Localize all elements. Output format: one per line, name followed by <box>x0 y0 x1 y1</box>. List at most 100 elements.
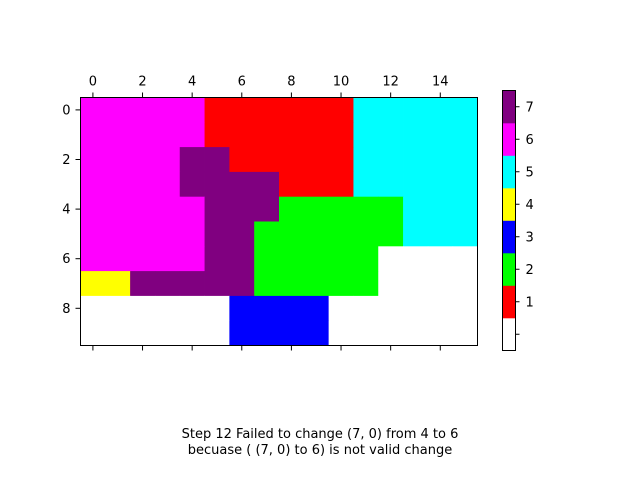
heatmap-cell <box>204 196 230 222</box>
heatmap-cell <box>80 196 106 222</box>
heatmap-cell <box>378 147 404 173</box>
heatmap-cell <box>80 320 106 346</box>
heatmap-cell <box>229 171 255 198</box>
heatmap-cell <box>303 122 330 148</box>
heatmap-cell <box>378 320 404 346</box>
y-tick-label: 6 <box>62 252 70 267</box>
heatmap-cell <box>353 320 379 346</box>
heatmap-cell <box>204 320 230 346</box>
heatmap-cell <box>353 246 379 272</box>
heatmap-cell <box>427 147 454 173</box>
heatmap-cell <box>229 246 255 272</box>
heatmap-cell <box>279 221 305 247</box>
heatmap-cell <box>403 147 429 173</box>
y-tick-label: 2 <box>62 153 70 168</box>
heatmap-cell <box>254 196 280 222</box>
heatmap-cell <box>130 122 156 148</box>
x-tick-label: 10 <box>333 75 350 90</box>
heatmap-cell <box>353 97 379 123</box>
annotation-line-1: Step 12 Failed to change (7, 0) from 4 t… <box>182 427 459 442</box>
heatmap-cell <box>130 221 156 247</box>
heatmap-cell <box>427 295 454 322</box>
heatmap-cell <box>204 246 230 272</box>
heatmap-cell <box>303 320 330 346</box>
colorbar-tick-label: 2 <box>526 263 534 278</box>
heatmap-cell <box>303 271 330 297</box>
colorbar-tick-label: 1 <box>526 295 534 310</box>
heatmap-cell <box>130 320 156 346</box>
x-tick-label: 0 <box>89 75 97 90</box>
heatmap-cell <box>328 97 354 123</box>
heatmap-cell <box>279 271 305 297</box>
heatmap-cell <box>452 295 478 322</box>
heatmap-cells <box>80 97 478 346</box>
heatmap-cell <box>403 295 429 322</box>
heatmap-cell <box>279 320 305 346</box>
x-tick-label: 6 <box>238 75 246 90</box>
heatmap-cell <box>154 320 181 346</box>
heatmap-cell <box>229 196 255 222</box>
heatmap-cell <box>452 122 478 148</box>
heatmap-cell <box>204 97 230 123</box>
heatmap-cell <box>80 246 106 272</box>
heatmap-cell <box>80 221 106 247</box>
heatmap-cell <box>80 295 106 322</box>
heatmap-cell <box>303 196 330 222</box>
heatmap-cell <box>452 147 478 173</box>
heatmap-cell <box>229 122 255 148</box>
heatmap-cell <box>378 171 404 198</box>
heatmap-cell <box>179 246 205 272</box>
heatmap-cell <box>80 171 106 198</box>
heatmap-cell <box>378 221 404 247</box>
heatmap-cell <box>154 97 181 123</box>
heatmap-cell <box>452 320 478 346</box>
heatmap-cell <box>105 171 131 198</box>
x-tick-label: 14 <box>432 75 449 90</box>
heatmap-cell <box>427 196 454 222</box>
heatmap-cell <box>303 246 330 272</box>
x-tick-label: 2 <box>138 75 146 90</box>
heatmap-cell <box>403 122 429 148</box>
heatmap-cell <box>403 221 429 247</box>
heatmap-cell <box>229 295 255 322</box>
heatmap-cell <box>353 295 379 322</box>
heatmap-cell <box>80 147 106 173</box>
heatmap-cell <box>130 271 156 297</box>
colorbar-segment <box>502 123 516 156</box>
heatmap-cell <box>403 196 429 222</box>
colorbar-tick-label: 6 <box>526 133 534 148</box>
colorbar-tick-label: 3 <box>526 230 534 245</box>
heatmap-cell <box>328 171 354 198</box>
heatmap-cell <box>452 271 478 297</box>
heatmap-cell <box>328 320 354 346</box>
heatmap-cell <box>452 196 478 222</box>
heatmap-cell <box>254 171 280 198</box>
heatmap-cell <box>154 271 181 297</box>
heatmap-cell <box>378 97 404 123</box>
heatmap-cell <box>403 246 429 272</box>
x-tick-label: 4 <box>188 75 196 90</box>
y-tick-label: 0 <box>62 103 70 118</box>
heatmap-cell <box>328 196 354 222</box>
heatmap-cell <box>105 295 131 322</box>
heatmap-cell <box>353 171 379 198</box>
heatmap-cell <box>179 271 205 297</box>
heatmap-cell <box>204 122 230 148</box>
y-tick-label: 4 <box>62 203 70 218</box>
colorbar-segment <box>502 253 516 286</box>
x-tick-label: 12 <box>382 75 399 90</box>
heatmap-cell <box>154 122 181 148</box>
colorbar-segment <box>502 90 516 124</box>
heatmap-cell <box>229 221 255 247</box>
colorbar-tick-label: 4 <box>526 198 534 213</box>
heatmap-cell <box>452 221 478 247</box>
heatmap-cell <box>179 122 205 148</box>
heatmap-cell <box>154 221 181 247</box>
heatmap-cell <box>279 147 305 173</box>
heatmap-cell <box>130 295 156 322</box>
heatmap-cell <box>378 196 404 222</box>
heatmap-cell <box>154 246 181 272</box>
heatmap-cell <box>378 295 404 322</box>
